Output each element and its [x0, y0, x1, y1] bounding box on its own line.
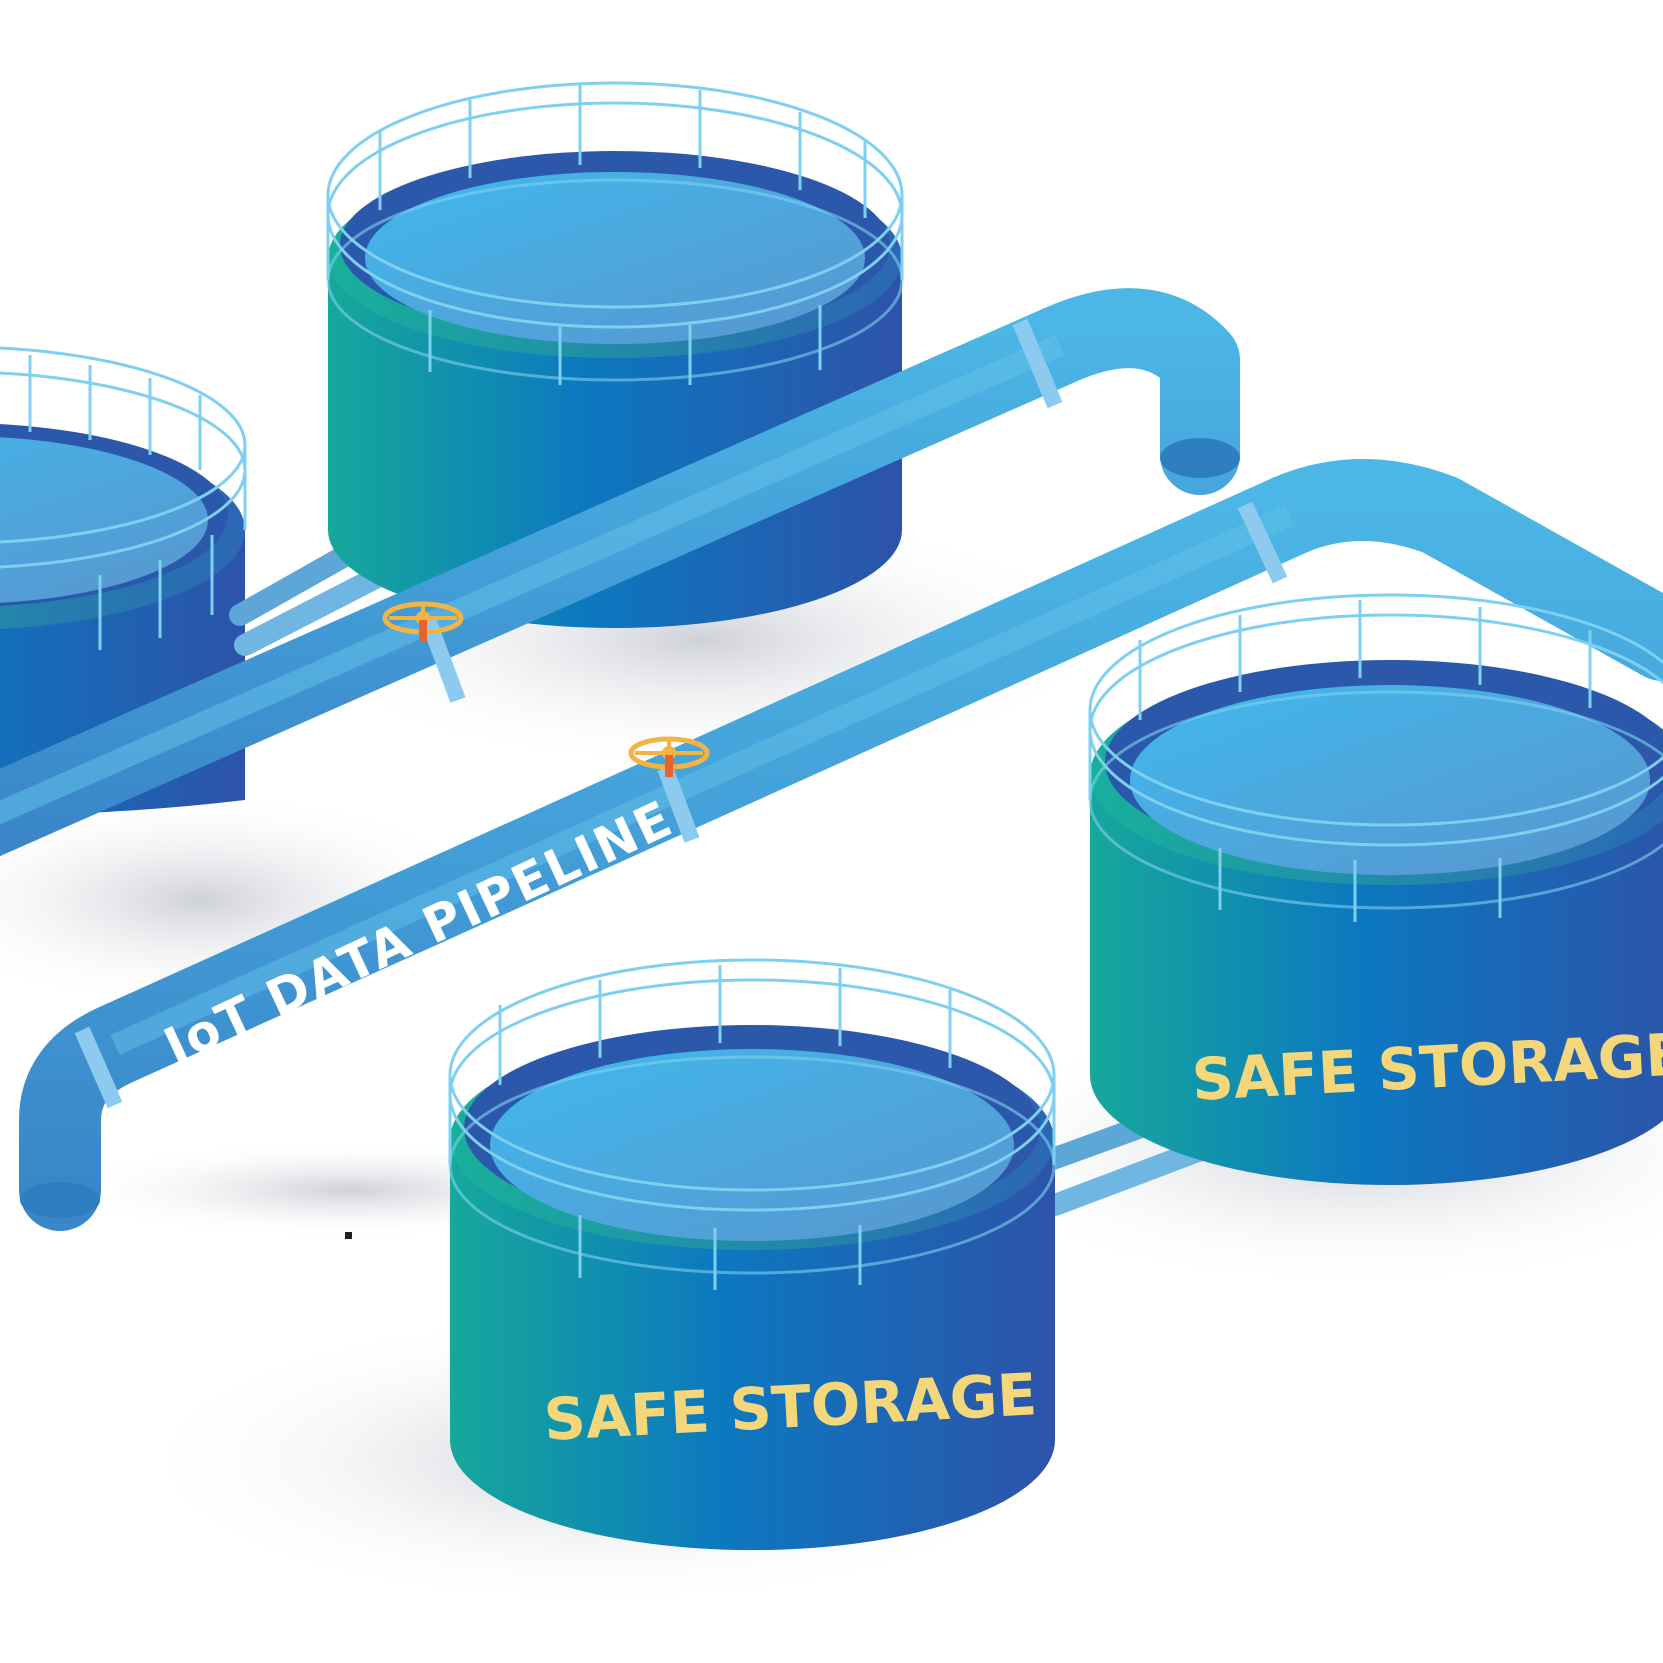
stray-dot [345, 1232, 352, 1239]
storage-tank-right: SAFE STORAGE [1088, 593, 1663, 1185]
storage-tank-back [326, 81, 904, 628]
valve-wheel-icon[interactable] [382, 601, 464, 642]
valve-wheel-icon[interactable] [628, 736, 710, 777]
pipeline-upper [0, 288, 1240, 857]
pipe-joint-ring [74, 501, 1288, 1109]
storage-tank-front: SAFE STORAGE [448, 958, 1056, 1551]
